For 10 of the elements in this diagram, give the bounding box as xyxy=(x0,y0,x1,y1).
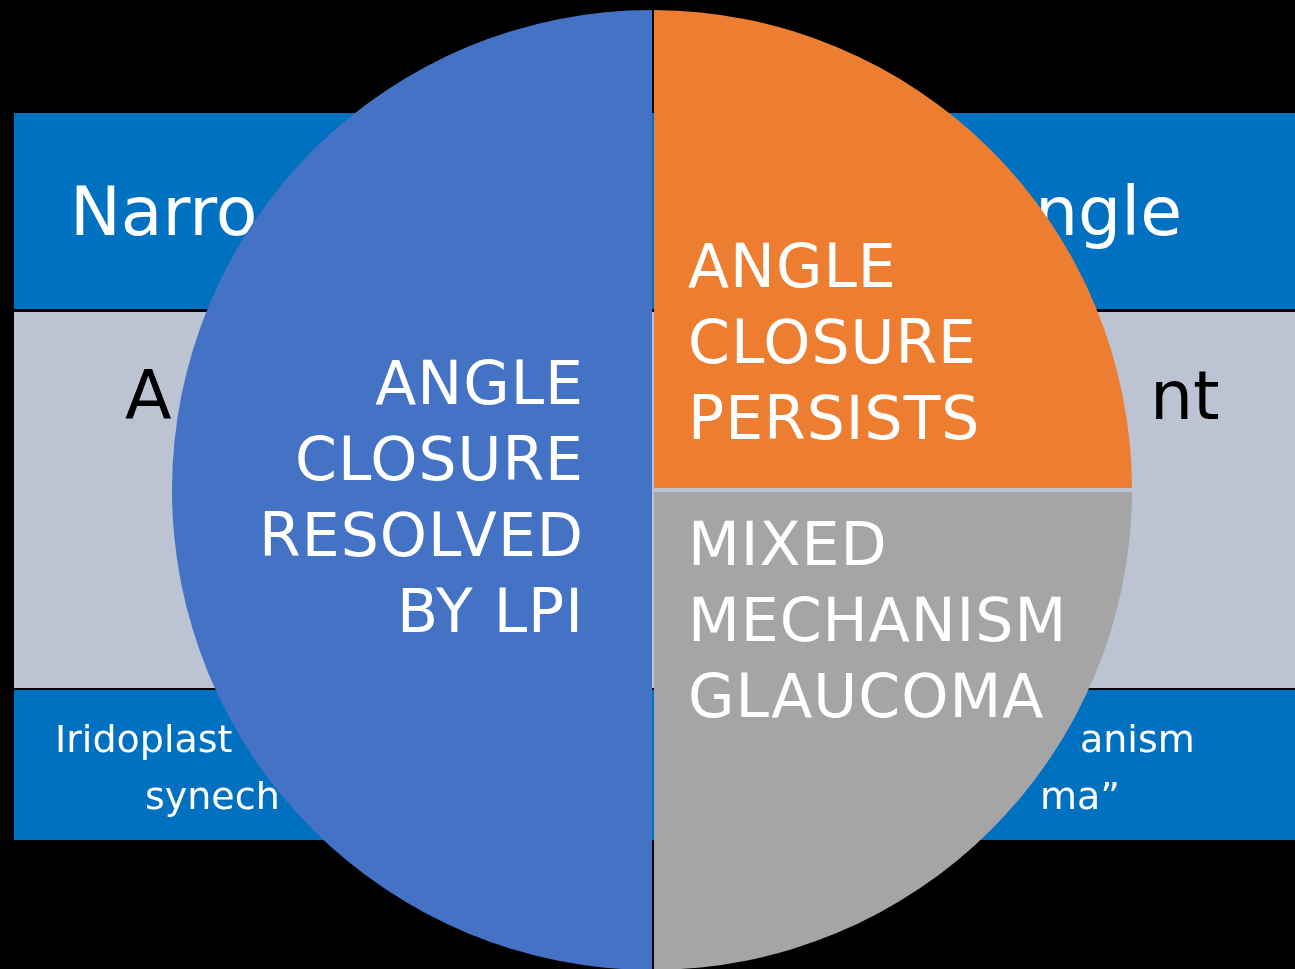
slice-label: ANGLE CLOSURE RESOLVED BY LPI xyxy=(258,347,584,648)
partial-text: Iridoplast xyxy=(55,720,233,758)
partial-text: anism xyxy=(1080,720,1195,758)
slice-label: ANGLE CLOSURE PERSISTS xyxy=(688,230,982,455)
partial-text: synech xyxy=(145,777,280,815)
partial-text: nt xyxy=(1150,362,1220,430)
slice-label: MIXED MECHANISM GLAUCOMA xyxy=(688,508,1069,733)
partial-text: Narro xyxy=(70,178,258,246)
partial-text: ma” xyxy=(1040,777,1120,815)
partial-text: A xyxy=(125,362,172,430)
